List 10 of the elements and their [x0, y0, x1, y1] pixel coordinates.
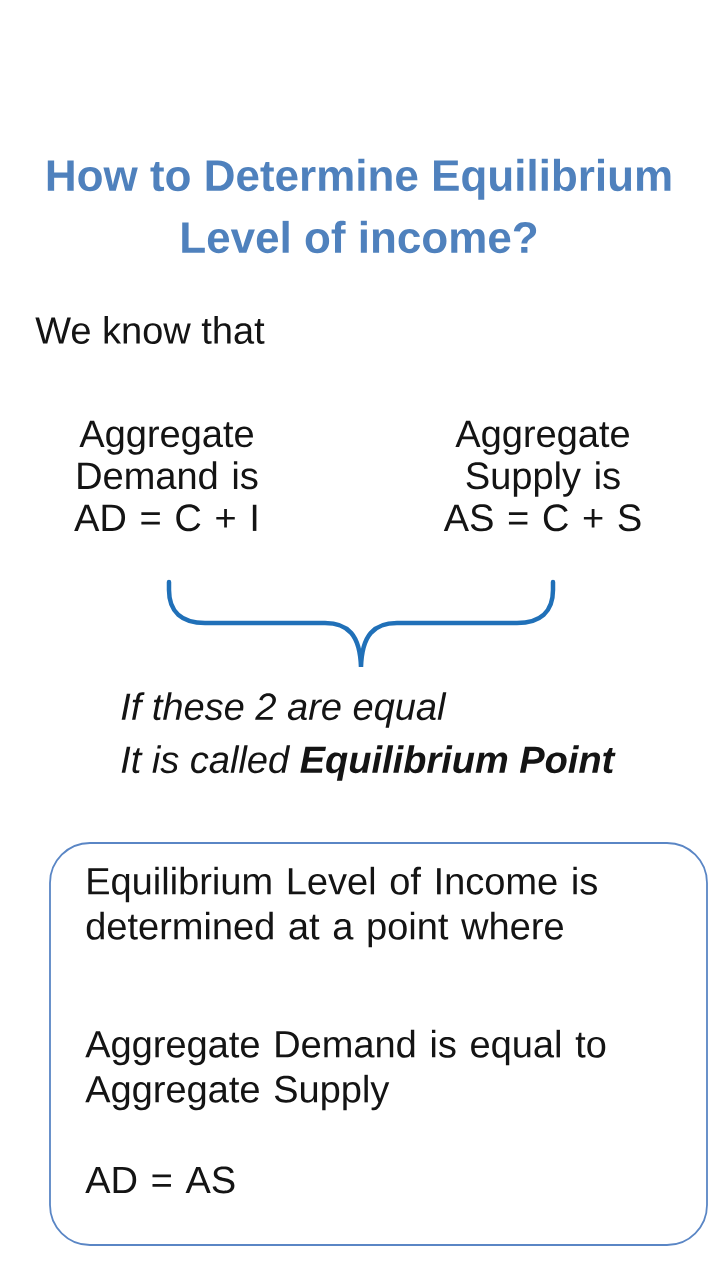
box-text: Aggregate Demand is equal to Aggregate Supply: [85, 1029, 606, 1111]
formula-text: Aggregate Demand is AD = C + I: [74, 420, 258, 532]
formula-text: Aggregate Supply is AS = C + S: [443, 420, 641, 532]
italic-text: It is called Equilibrium Point: [121, 745, 616, 781]
intro-text: We know that: [35, 316, 265, 344]
italic-text: If these 2 are equal: [121, 692, 447, 728]
box-text: Equilibrium Level of Income is determined at a point where: [86, 866, 597, 948]
title: How to Determine Equilibrium Level of income?: [47, 158, 671, 254]
rounded-box: [49, 842, 708, 1246]
box-text: AD = AS: [85, 1166, 235, 1194]
